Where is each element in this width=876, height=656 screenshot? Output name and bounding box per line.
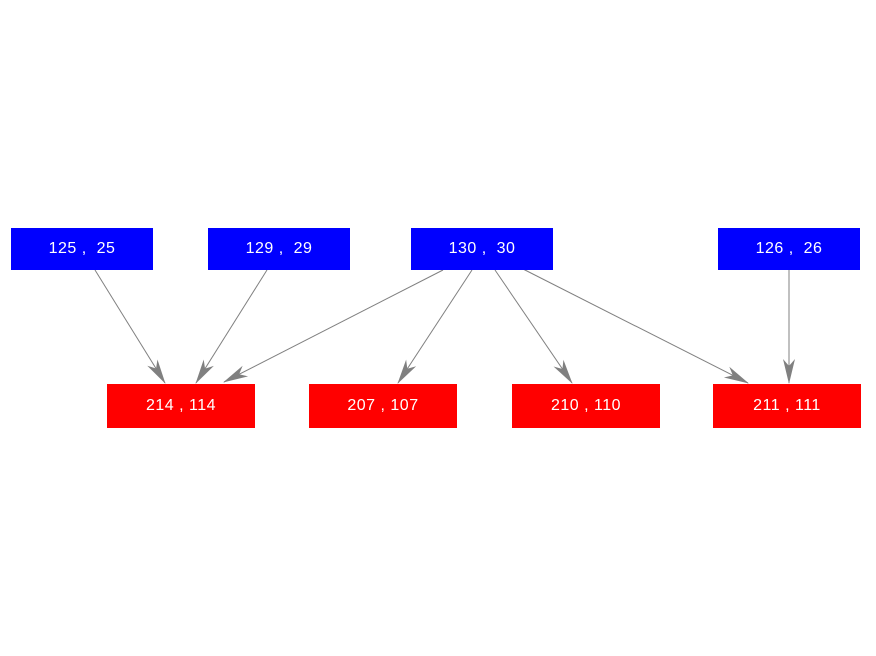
edge-n129-n214 (195, 269, 268, 384)
graph-node-n129: 129 , 29 (208, 228, 350, 270)
node-label: 130 , 30 (448, 240, 516, 257)
graph-node-n214: 214 , 114 (107, 384, 255, 428)
edge-n130-n214 (223, 269, 444, 383)
graph-node-n130: 130 , 30 (411, 228, 553, 270)
node-label: 129 , 29 (245, 240, 313, 257)
node-label: 214 , 114 (145, 397, 217, 414)
graph-node-n207: 207 , 107 (309, 384, 457, 428)
node-label: 125 , 25 (48, 240, 116, 257)
graph-node-n211: 211 , 111 (713, 384, 861, 428)
graph-node-n210: 210 , 110 (512, 384, 660, 428)
edge-group (94, 268, 795, 384)
edge-n125-n214 (94, 269, 166, 384)
node-label: 210 , 110 (550, 397, 622, 414)
graph-node-n126: 126 , 26 (718, 228, 860, 270)
node-label: 211 , 111 (753, 397, 821, 414)
edge-n130-n210 (494, 269, 573, 384)
node-label: 126 , 26 (755, 240, 823, 257)
edge-n130-n207 (397, 269, 473, 384)
edge-n130-n211 (522, 268, 749, 384)
node-label: 207 , 107 (347, 397, 419, 414)
graph-node-n125: 125 , 25 (11, 228, 153, 270)
